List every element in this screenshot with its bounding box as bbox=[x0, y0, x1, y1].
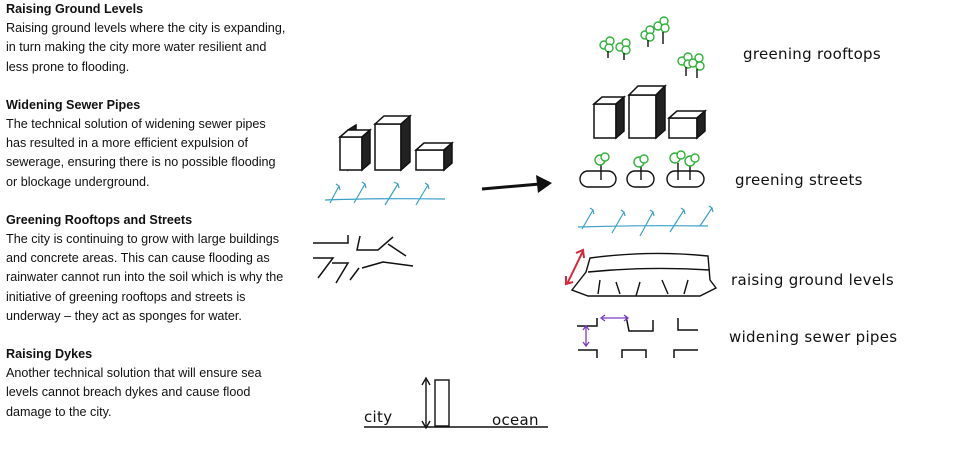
before-sewer-pipes bbox=[313, 235, 414, 284]
label-greening-rooftops: greening rooftops bbox=[743, 45, 881, 63]
raised-ground bbox=[570, 252, 718, 297]
before-street-water bbox=[324, 181, 446, 206]
label-ocean: ocean bbox=[492, 411, 539, 429]
rooftop-trees bbox=[599, 16, 705, 78]
section-raising-ground-levels: Raising Ground Levels Raising ground lev… bbox=[6, 0, 288, 77]
section-body: The city is continuing to grow with larg… bbox=[6, 232, 284, 323]
after-buildings bbox=[592, 84, 707, 140]
section-body: The technical solution of widening sewer… bbox=[6, 117, 276, 189]
text-column: Raising Ground Levels Raising ground lev… bbox=[6, 0, 288, 441]
tree-icon bbox=[599, 36, 615, 58]
tree-icon bbox=[640, 25, 655, 47]
tree-icon bbox=[688, 53, 705, 78]
section-raising-dykes: Raising Dykes Another technical solution… bbox=[6, 345, 288, 422]
section-widening-sewer-pipes: Widening Sewer Pipes The technical solut… bbox=[6, 96, 288, 192]
street-planters bbox=[579, 163, 705, 188]
label-greening-streets: greening streets bbox=[735, 171, 863, 189]
after-street-water bbox=[577, 205, 714, 237]
section-heading: Widening Sewer Pipes bbox=[6, 97, 141, 112]
label-raising-ground-levels: raising ground levels bbox=[731, 271, 894, 289]
section-body: Another technical solution that will ens… bbox=[6, 366, 262, 419]
tree-icon bbox=[653, 16, 670, 44]
section-greening-rooftops-streets: Greening Rooftops and Streets The city i… bbox=[6, 211, 288, 326]
before-after-arrow bbox=[481, 175, 552, 193]
before-buildings bbox=[338, 114, 454, 172]
pipe-width-arrows bbox=[582, 314, 630, 348]
label-widening-sewer-pipes: widening sewer pipes bbox=[729, 328, 898, 346]
section-heading: Raising Dykes bbox=[6, 347, 93, 362]
label-city: city bbox=[364, 408, 393, 426]
street-trees bbox=[594, 150, 700, 168]
tree-icon bbox=[615, 38, 631, 60]
raise-arrow bbox=[565, 248, 585, 286]
after-sewer-pipes bbox=[577, 315, 698, 358]
section-heading: Raising Ground Levels bbox=[6, 2, 144, 16]
section-heading: Greening Rooftops and Streets bbox=[6, 212, 193, 227]
section-body: Raising ground levels where the city is … bbox=[6, 21, 286, 74]
dyke-sketch bbox=[364, 376, 548, 430]
